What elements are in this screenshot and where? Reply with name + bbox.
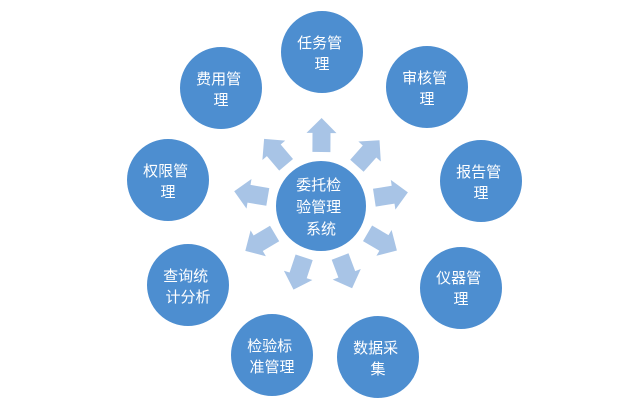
node-datacollect-label-line-2: 集 xyxy=(370,360,385,378)
arrow-to-instrument xyxy=(363,225,397,256)
node-report: 报告管 理 xyxy=(438,138,524,224)
node-datacollect: 数据采 集 xyxy=(335,314,421,400)
node-datacollect-circle xyxy=(335,314,421,400)
node-instrument-label-line-1: 仪器管 xyxy=(436,269,481,287)
node-standard: 检验标 准管理 xyxy=(229,312,315,398)
node-instrument-circle xyxy=(418,245,504,331)
node-review-label-line-2: 理 xyxy=(419,90,434,108)
arrow-to-fee xyxy=(262,138,293,171)
arrows-layer xyxy=(234,118,408,290)
node-task-label: 任务管 理 xyxy=(297,34,347,73)
node-fee-label-line-1: 费用管 xyxy=(196,70,241,88)
node-instrument-label-line-2: 理 xyxy=(453,290,468,308)
center-hub-label: 委托检 验管理 系统 xyxy=(296,176,346,238)
node-review-label: 审核管 理 xyxy=(402,69,452,108)
node-review-circle xyxy=(384,44,470,130)
node-review: 审核管 理 xyxy=(384,44,470,130)
node-stats-circle xyxy=(145,242,231,328)
node-fee: 费用管 理 xyxy=(178,45,264,131)
arrow-to-datacollect xyxy=(331,253,361,289)
center-hub-label-line-1: 委托检 xyxy=(296,176,341,194)
center-hub: 委托检 验管理 系统 xyxy=(274,159,368,253)
node-stats-label-line-1: 查询统 xyxy=(163,267,208,285)
node-permission-label: 权限管 理 xyxy=(143,162,193,201)
node-datacollect-label-line-1: 数据采 xyxy=(353,339,398,357)
center-hub-circle xyxy=(274,159,368,253)
node-task: 任务管 理 xyxy=(279,9,365,95)
arrow-to-review xyxy=(350,140,381,172)
center-hub-label-line-2: 验管理 xyxy=(296,198,341,216)
center-hub-label-line-3: 系统 xyxy=(306,220,336,238)
node-stats-label-line-2: 计分析 xyxy=(165,288,210,306)
node-stats-label: 查询统 计分析 xyxy=(163,267,213,306)
node-report-label-line-2: 理 xyxy=(473,184,488,202)
arrow-to-stats xyxy=(245,225,280,257)
node-report-circle xyxy=(438,138,524,224)
node-fee-label: 费用管 理 xyxy=(196,70,246,109)
node-report-label-line-1: 报告管 xyxy=(456,163,501,181)
node-stats: 查询统 计分析 xyxy=(145,242,231,328)
nodes-layer: 任务管 理 审核管 理 报告管 理 仪器管 理 xyxy=(125,9,524,400)
node-instrument-label: 仪器管 理 xyxy=(436,269,486,308)
node-task-label-line-1: 任务管 xyxy=(297,34,342,52)
node-instrument: 仪器管 理 xyxy=(418,245,504,331)
node-standard-label: 检验标 准管理 xyxy=(247,337,297,376)
node-standard-label-line-1: 检验标 xyxy=(247,337,292,355)
node-task-label-line-2: 理 xyxy=(314,55,329,73)
node-review-label-line-1: 审核管 xyxy=(402,69,447,87)
arrow-to-task xyxy=(306,118,337,153)
node-permission-circle xyxy=(125,137,211,223)
node-report-label: 报告管 理 xyxy=(456,163,506,202)
node-permission-label-line-2: 理 xyxy=(160,183,175,201)
node-datacollect-label: 数据采 集 xyxy=(353,339,403,378)
node-standard-label-line-2: 准管理 xyxy=(249,358,294,376)
arrow-to-standard xyxy=(283,254,313,290)
arrow-to-permission xyxy=(234,179,270,209)
node-permission-label-line-1: 权限管 xyxy=(143,162,188,180)
node-permission: 权限管 理 xyxy=(125,137,211,223)
arrow-to-report xyxy=(373,179,408,210)
node-fee-circle xyxy=(178,45,264,131)
node-standard-circle xyxy=(229,312,315,398)
node-task-circle xyxy=(279,9,365,95)
node-fee-label-line-2: 理 xyxy=(213,91,228,109)
